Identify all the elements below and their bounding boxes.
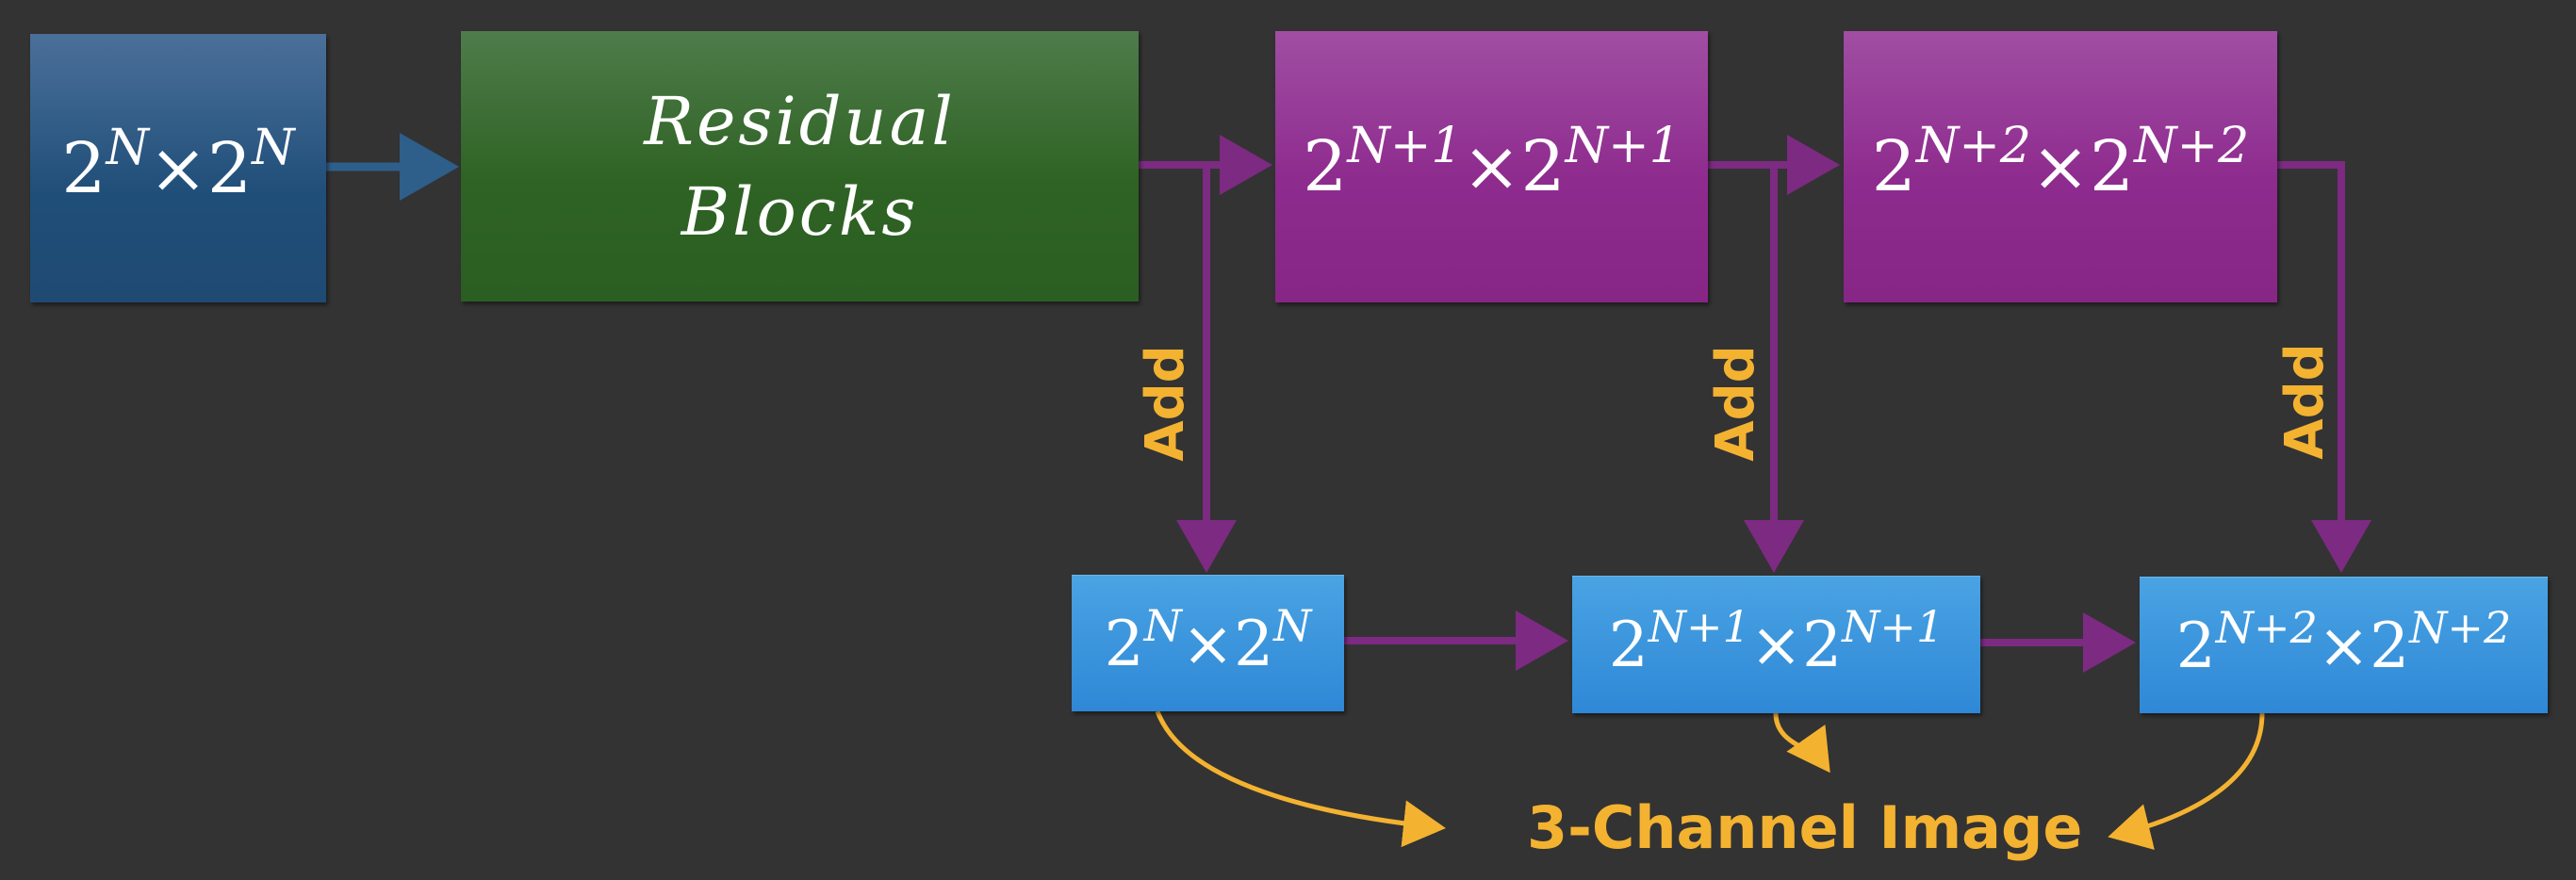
output-label: 3-Channel Image xyxy=(1527,793,2083,862)
add-label-1: Add xyxy=(1134,345,1196,462)
rgb-block-2: 2N+1×2N+1 xyxy=(1572,576,1980,713)
upsample-block-2-label: 2N+2×2N+2 xyxy=(1871,118,2250,207)
add-label-3: Add xyxy=(2273,343,2336,460)
upsample-block-1: 2N+1×2N+1 xyxy=(1275,31,1708,302)
input-block: 2N×2N xyxy=(30,34,326,302)
rgb2-to-output-curve xyxy=(1773,712,1830,774)
rgb3-to-output-curve xyxy=(2108,712,2265,851)
input-block-label: 2N×2N xyxy=(61,119,295,209)
upsample-block-2: 2N+2×2N+2 xyxy=(1844,31,2277,302)
rgb-block-1-label: 2N×2N xyxy=(1104,599,1312,680)
rgb-block-3-label: 2N+2×2N+2 xyxy=(2175,601,2512,682)
residual-blocks-label: Residual Blocks xyxy=(644,82,956,251)
rgb-block-3: 2N+2×2N+2 xyxy=(2140,577,2548,713)
rgb1-to-output-curve xyxy=(1155,710,1446,848)
rgb-block-1: 2N×2N xyxy=(1072,575,1344,711)
upsample-block-1-label: 2N+1×2N+1 xyxy=(1303,118,1681,207)
rgb-block-2-label: 2N+1×2N+1 xyxy=(1608,601,1944,681)
residual-blocks: Residual Blocks xyxy=(461,31,1139,301)
add-label-2: Add xyxy=(1704,345,1766,462)
skip3-down-arrow xyxy=(2277,161,2371,573)
